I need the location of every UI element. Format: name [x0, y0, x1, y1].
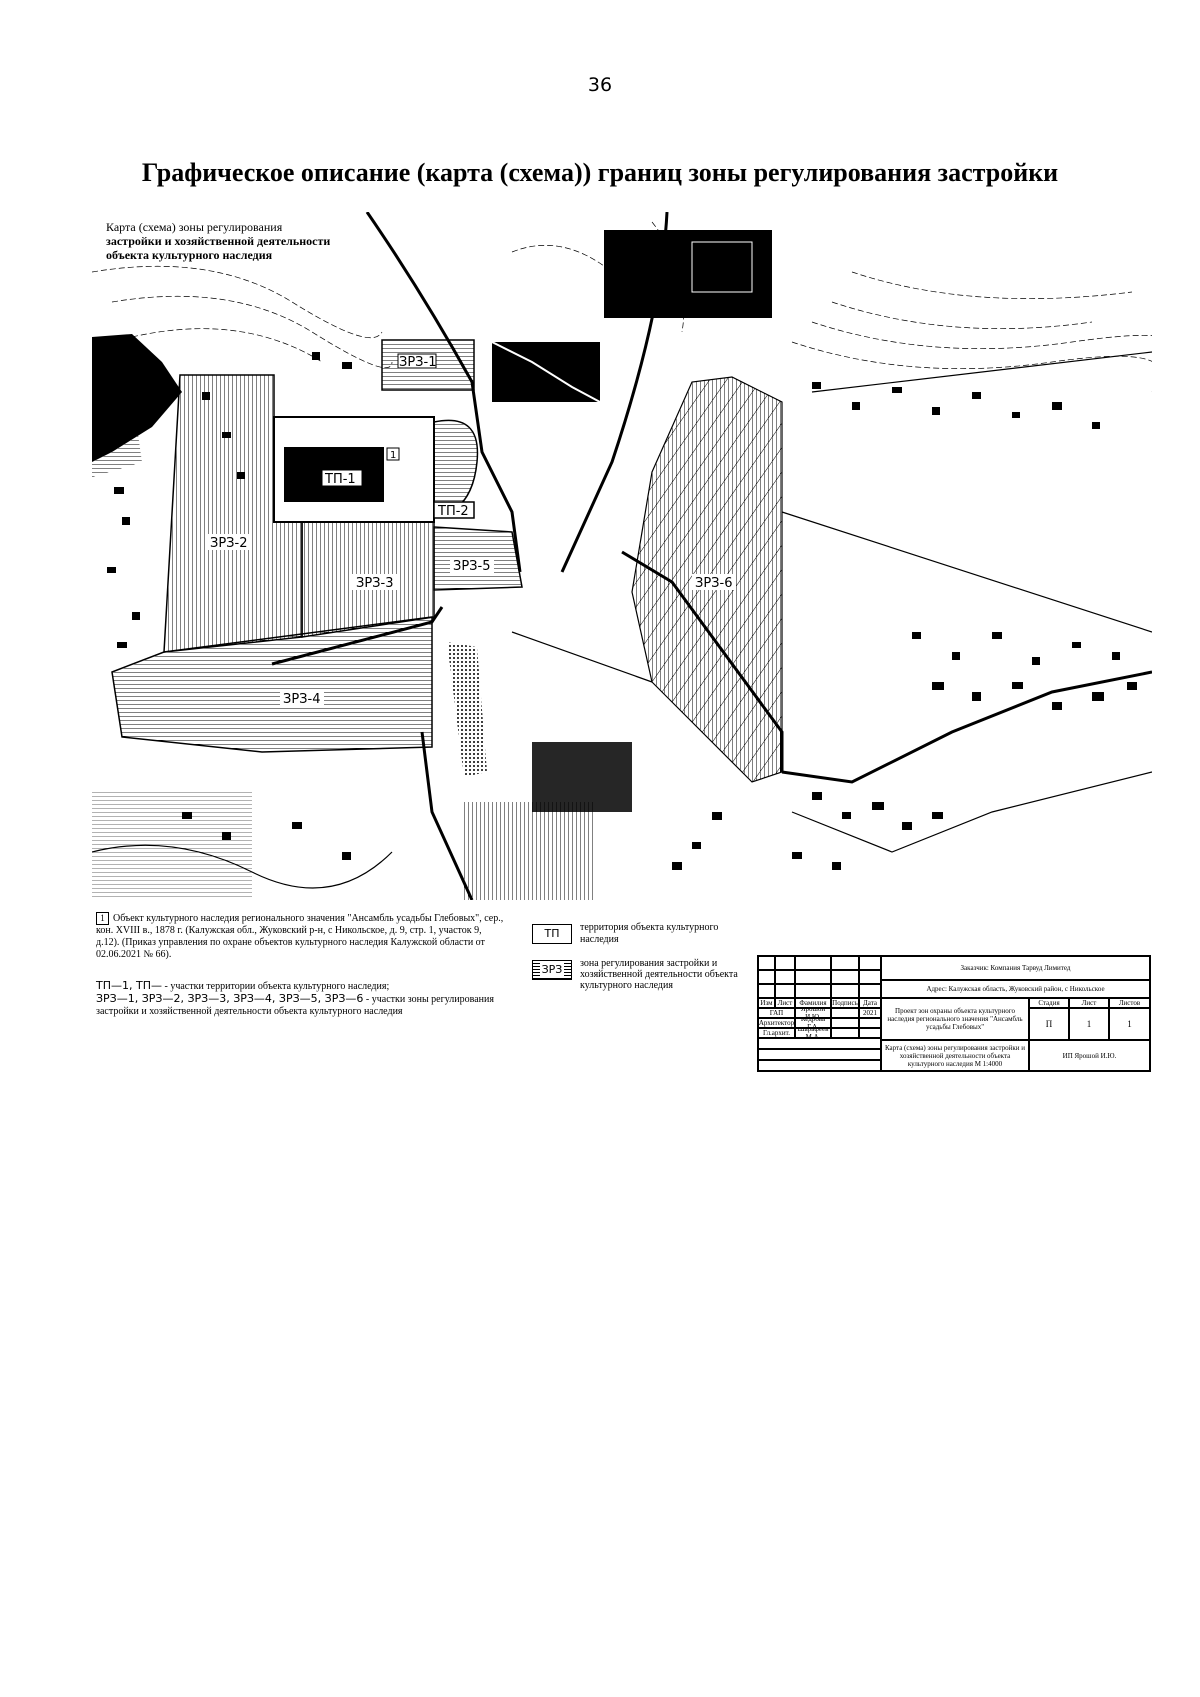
- object-marker: 1: [390, 450, 396, 461]
- stamp-project: Проект зон охраны объекта культурного на…: [881, 998, 1029, 1040]
- stamp-sheet: 1: [1069, 1008, 1109, 1040]
- legend-zrz-symbol-label: ЗРЗ: [539, 963, 565, 976]
- zone-label-zrz2: ЗРЗ-2: [210, 536, 247, 551]
- map-caption: Карта (схема) зоны регулирования застрой…: [106, 220, 366, 262]
- legend-zrz-symbol: ЗРЗ: [532, 960, 572, 980]
- stamp-sheet-label: Лист: [1069, 998, 1109, 1008]
- zone-label-zrz4: ЗРЗ-4: [283, 692, 320, 707]
- legend-tp-parts-text: - участки территории объекта культурного…: [164, 981, 390, 992]
- map-caption-line1: Карта (схема) зоны регулирования: [106, 220, 283, 234]
- stamp-organization: ИП Ярошой И.Ю.: [1029, 1040, 1150, 1071]
- stamp-stage-label: Стадия: [1029, 998, 1069, 1008]
- minor-roads: [92, 351, 1152, 889]
- col-header: Лист: [775, 998, 795, 1008]
- stamp-address: Адрес: Калужская область, Жуковский райо…: [881, 980, 1150, 998]
- zone-label-zrz5: ЗРЗ-5: [453, 559, 490, 574]
- dark-area: [532, 742, 632, 812]
- legend-object-text: Объект культурного наследия региональног…: [96, 913, 504, 960]
- legend-tp-symbol: ТП: [532, 924, 572, 944]
- stamp-drawing-title: Карта (схема) зоны регулирования застрой…: [881, 1040, 1029, 1071]
- zone-label-zrz1: ЗРЗ-1: [399, 355, 436, 370]
- zone-label-zrz6: ЗРЗ-6: [695, 576, 732, 591]
- col-header: Изм: [758, 998, 775, 1008]
- dark-area: [92, 412, 142, 477]
- legend-tp-text: территория объекта культурного наследия: [580, 922, 719, 945]
- col-header: Подпись: [831, 998, 859, 1008]
- zone-label-zrz3: ЗРЗ-3: [356, 576, 393, 591]
- dark-area: [691, 241, 753, 293]
- zone-map: ЗРЗ-1 ЗРЗ-2 ТП-1 1 ТП-2 ЗРЗ-3 ЗРЗ-5 ЗРЗ-…: [92, 212, 1152, 900]
- dark-area: [464, 802, 594, 900]
- page-title: Графическое описание (карта (схема)) гра…: [141, 158, 1059, 187]
- stamp-sheets-label: Листов: [1109, 998, 1150, 1008]
- col-header: Дата: [859, 998, 881, 1008]
- col-header: Фамилия: [795, 998, 831, 1008]
- signer-date: 2021: [859, 1008, 881, 1018]
- map-caption-line3: объекта культурного наследия: [106, 248, 273, 262]
- stamp-sheets: 1: [1109, 1008, 1150, 1040]
- legend-object-number: 1: [96, 912, 109, 925]
- stamp-stage: П: [1029, 1008, 1069, 1040]
- roads: [271, 212, 1152, 900]
- zone-label-tp1: ТП-1: [324, 472, 356, 487]
- title-block: Изм Лист Фамилия Подпись Дата ГАП Ярошой…: [757, 955, 1151, 1072]
- zone-zrz4: [111, 616, 433, 753]
- page-number: 36: [587, 74, 613, 96]
- dotted-field: [447, 642, 487, 777]
- dark-area: [491, 341, 601, 403]
- signer-name: Шарафеев М.А.: [795, 1028, 831, 1038]
- signer-name: Ярошой И.Ю.: [795, 1008, 831, 1018]
- signer-role: ГАП: [758, 1008, 795, 1018]
- map-caption-line2: застройки и хозяйственной деятельности: [106, 234, 331, 248]
- signer-name: Кедрова Г.А.: [795, 1018, 831, 1028]
- signer-role: Архитектор: [758, 1018, 795, 1028]
- map-drawing: ЗРЗ-1 ЗРЗ-2 ТП-1 1 ТП-2 ЗРЗ-3 ЗРЗ-5 ЗРЗ-…: [92, 212, 1152, 900]
- signer-role: Гл.архит.: [758, 1028, 795, 1038]
- zone-label-tp2: ТП-2: [437, 504, 469, 519]
- stamp-customer: Заказчик: Компания Тарвуд Лимитед: [881, 956, 1150, 980]
- legend-zrz-parts-text: - участки зоны регулирования застройки и…: [96, 994, 494, 1017]
- legend-zrz-codes: ЗРЗ—1, ЗРЗ—2, ЗРЗ—3, ЗРЗ—4, ЗРЗ—5, ЗРЗ—6: [96, 992, 364, 1005]
- legend-tp-codes: ТП—1, ТП—: [96, 979, 162, 992]
- dark-area: [92, 792, 252, 900]
- legend-zrz-text: зона регулирования застройки и хозяйстве…: [580, 958, 738, 991]
- buildings: [107, 352, 1137, 870]
- legend-parts: ТП—1, ТП— - участки территории объекта к…: [96, 980, 516, 1018]
